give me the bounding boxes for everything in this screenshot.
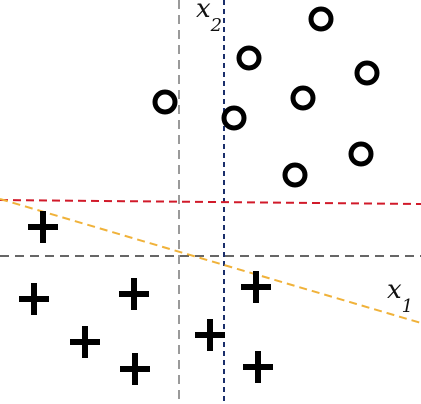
plus-marker [19, 283, 49, 315]
axis-label-x1-subscript: 1 [402, 296, 413, 317]
circle-marker [236, 45, 262, 71]
axis-label-x2-base: x [196, 0, 211, 24]
plus-marker [195, 319, 225, 351]
plus-marker [70, 326, 100, 358]
circle-marker [152, 89, 178, 115]
horizontal-boundary-line [0, 199, 421, 205]
svg-text:x1: x1 [387, 275, 413, 317]
markers [19, 6, 380, 385]
circle-marker [354, 60, 380, 86]
plus-marker [120, 353, 150, 385]
axis-label-x2-subscript: 2 [210, 15, 222, 36]
plus-marker [28, 211, 58, 243]
circle-marker [290, 85, 316, 111]
plus-marker [119, 278, 149, 310]
diagonal-boundary-line [0, 198, 421, 324]
plus-marker [243, 351, 273, 383]
circle-marker [282, 162, 308, 188]
circle-marker [348, 141, 374, 167]
circle-marker [221, 105, 247, 131]
axis-label-x1: x1 [387, 275, 413, 317]
axis-label-x2: x2 [196, 0, 222, 36]
plus-marker [241, 271, 271, 303]
axis-label-x1-base: x [387, 275, 402, 305]
circle-marker [308, 6, 334, 32]
svg-text:x2: x2 [196, 0, 222, 36]
